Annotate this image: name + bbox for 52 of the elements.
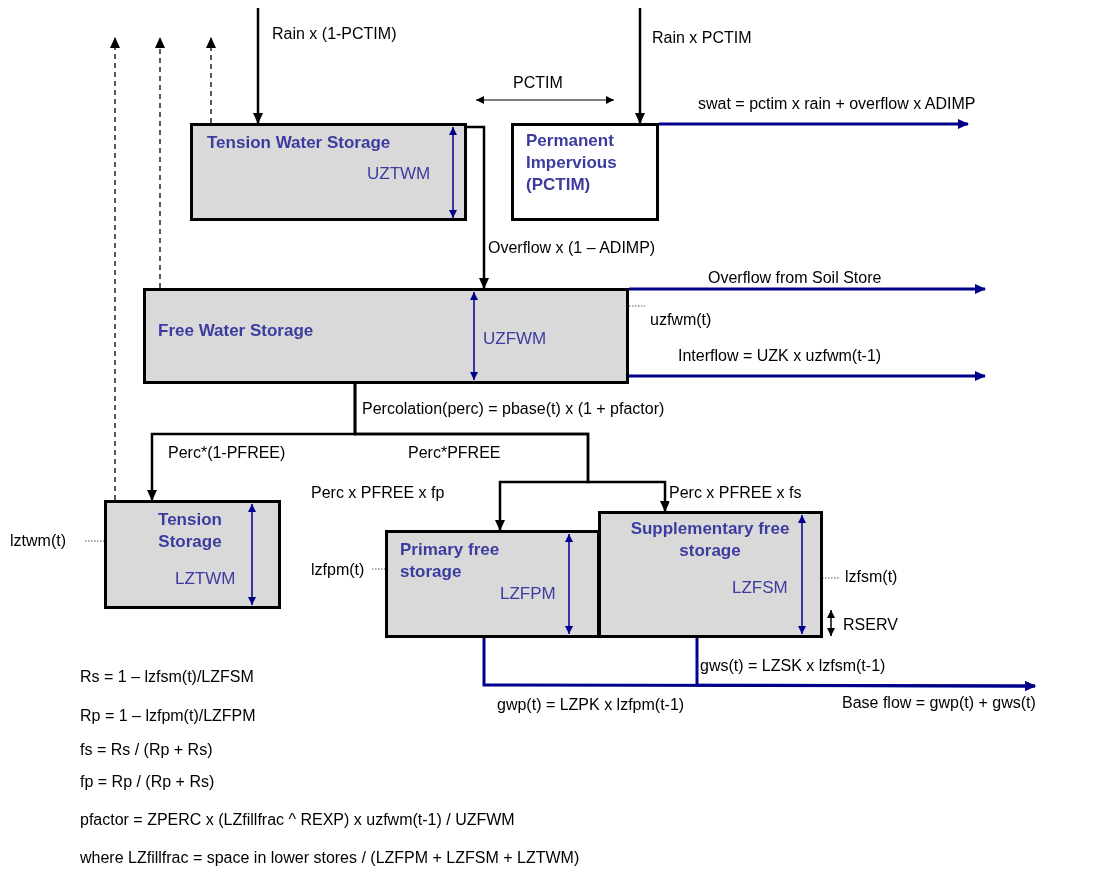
capacity-label: LZFPM — [500, 583, 556, 605]
edge-label: gws(t) = LZSK x lzfsm(t-1) — [700, 656, 886, 676]
storage-label: Primary free storage — [400, 539, 501, 584]
edge-label: Perc x PFREE x fp — [311, 483, 445, 503]
formula-text: where LZfillfrac = space in lower stores / (LZFPM + LZFSM + LZTWM) — [80, 848, 580, 868]
storage-box — [104, 500, 281, 609]
level-label: lztwm(t) — [10, 531, 66, 551]
arrow — [695, 638, 1036, 691]
arrow — [635, 8, 645, 124]
formula-text: fs = Rs / (Rp + Rs) — [80, 740, 213, 760]
arrow — [659, 119, 969, 129]
arrow — [110, 37, 120, 501]
arrow — [353, 384, 670, 512]
capacity-label: UZFWM — [483, 328, 547, 350]
storage-box — [511, 123, 659, 221]
storage-label: Free Water Storage — [158, 320, 314, 342]
storage-label: Supplementary free storage — [629, 518, 791, 563]
edge-label: Overflow x (1 – ADIMP) — [488, 238, 656, 258]
formula-text: Rp = 1 – lzfpm(t)/LZFPM — [80, 706, 256, 726]
storage-label: Permanent Impervious (PCTIM) — [526, 130, 618, 197]
edge-label: Interflow = UZK x uzfwm(t-1) — [678, 346, 882, 366]
arrow — [629, 371, 986, 381]
arrow — [629, 284, 986, 294]
level-label: lzfpm(t) — [311, 560, 365, 580]
storage-label: Tension Water Storage — [207, 132, 391, 154]
formula-text: Perc*PFREE — [408, 443, 501, 463]
storage-label: Tension Storage — [157, 509, 223, 554]
formula-text: fp = Rp / (Rp + Rs) — [80, 772, 215, 792]
level-label: lzfsm(t) — [845, 567, 898, 587]
storage-box — [143, 288, 629, 384]
arrow — [253, 8, 263, 124]
outflow-label: Base flow = gwp(t) + gws(t) — [842, 686, 1037, 710]
storage-box — [598, 511, 823, 638]
edge-label: swat = pctim x rain + overflow x ADIMP — [698, 94, 976, 114]
arrow — [206, 37, 216, 124]
edge-label: Perc x PFREE x fs — [669, 483, 802, 503]
edge-label: Perc*(1-PFREE) — [168, 443, 286, 463]
arrow — [155, 37, 165, 289]
formula-text: Rs = 1 – lzfsm(t)/LZFSM — [80, 667, 254, 687]
formula-text: pfactor = ZPERC x (LZfillfrac ^ REXP) x uzfwm(t-1) / UZFWM — [80, 810, 515, 830]
arrow — [467, 125, 489, 289]
storage-box — [190, 123, 467, 221]
capacity-label: LZFSM — [732, 577, 788, 599]
edge-label: gwp(t) = LZPK x lzfpm(t-1) — [497, 695, 685, 715]
capacity-label: LZTWM — [175, 568, 236, 590]
edge-label: Rain x (1-PCTIM) — [272, 24, 397, 44]
level-label: uzfwm(t) — [650, 310, 712, 330]
storage-box — [385, 530, 600, 638]
capacity-label: UZTWM — [367, 163, 431, 185]
formula-text: Percolation(perc) = pbase(t) x (1 + pfactor) — [362, 399, 665, 419]
dimension-label: PCTIM — [513, 73, 563, 93]
reserve-label: RSERV — [843, 615, 898, 635]
